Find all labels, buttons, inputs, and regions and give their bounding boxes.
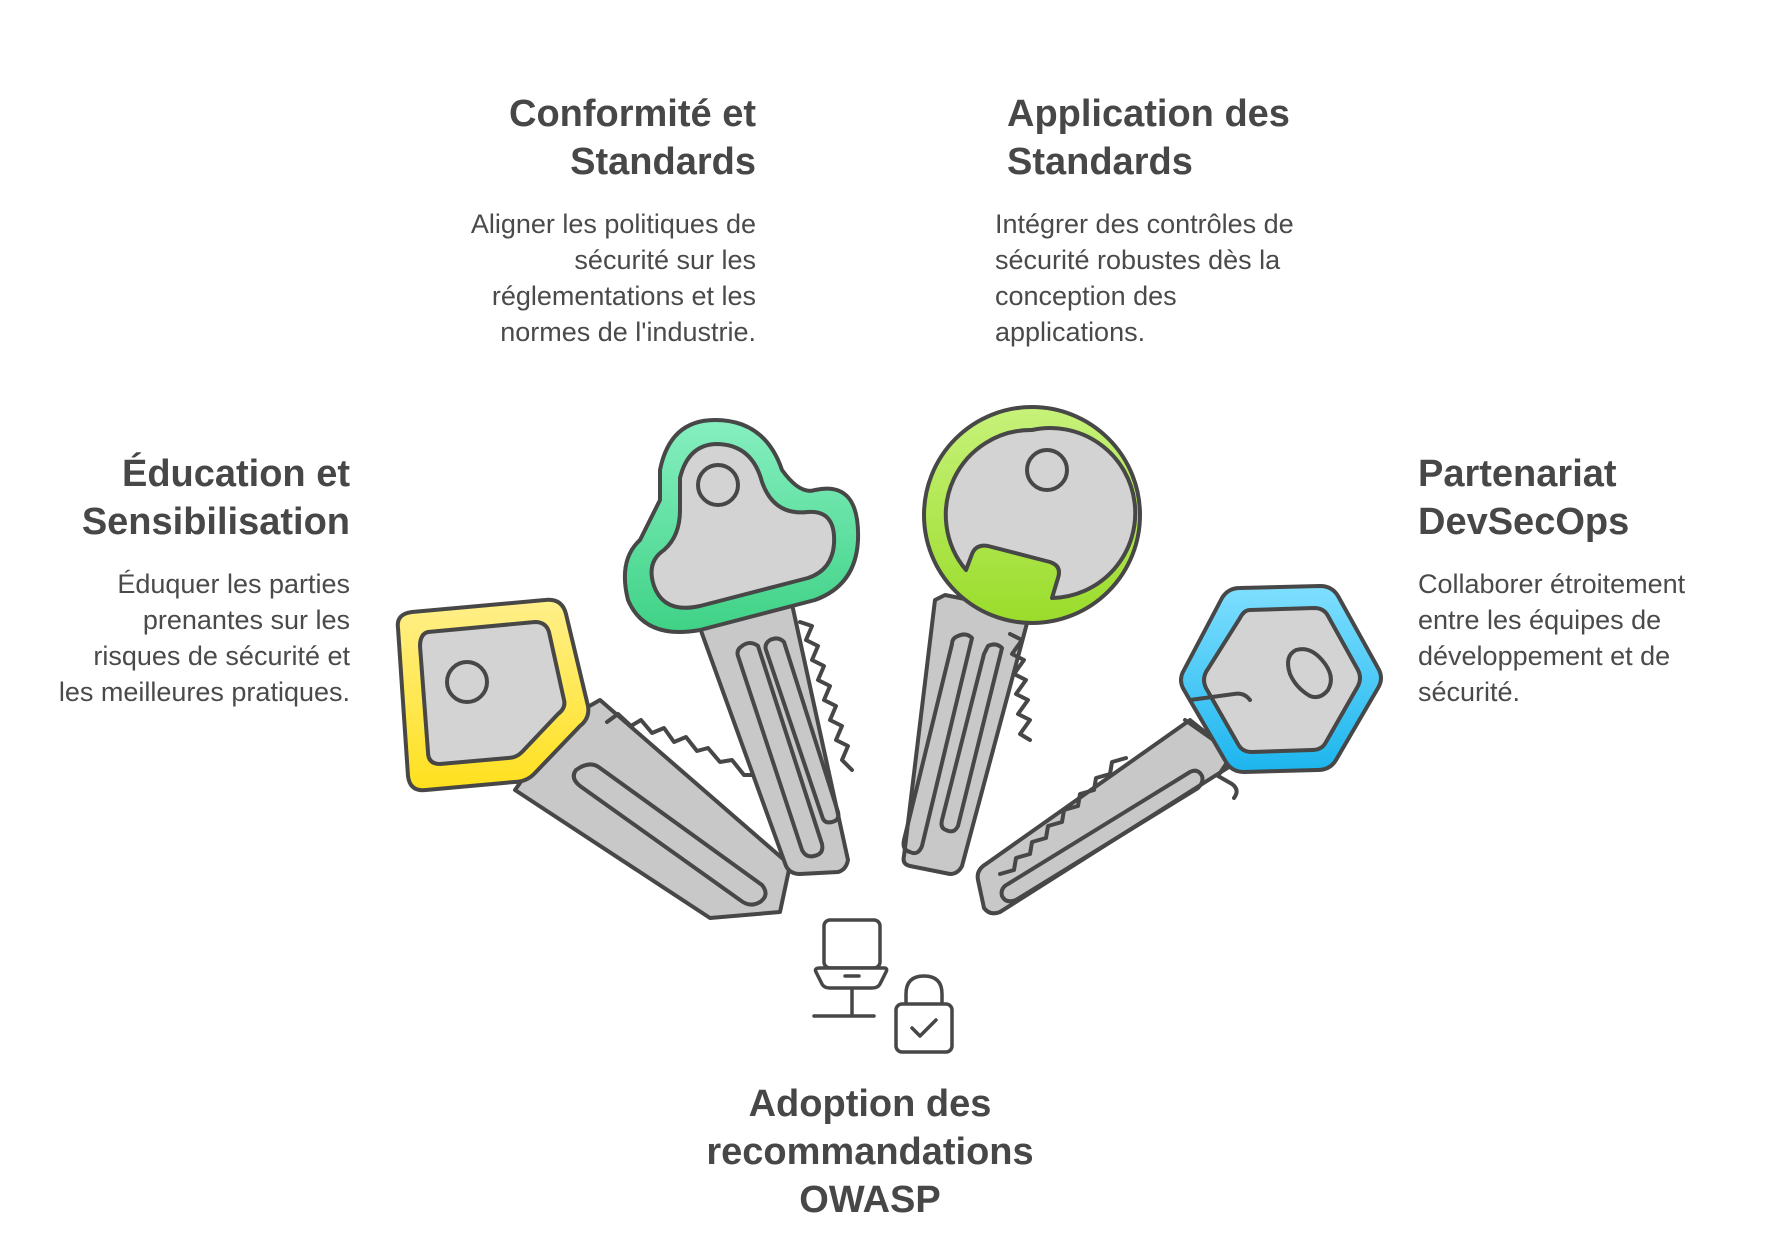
title-line: Partenariat xyxy=(1418,453,1617,495)
desc-line: normes de l'industrie. xyxy=(500,317,756,347)
application-title: Application des Standards xyxy=(995,90,1355,186)
title-line: DevSecOps xyxy=(1418,501,1630,543)
item-education: Éducation et Sensibilisation Éduquer les… xyxy=(20,450,350,710)
key-cloud-green-icon xyxy=(622,418,861,876)
item-owasp: Adoption des recommandations OWASP xyxy=(660,1080,1080,1224)
partenariat-title: Partenariat DevSecOps xyxy=(1418,450,1758,546)
desc-line: Aligner les politiques de xyxy=(470,209,756,239)
key-round-lime-icon xyxy=(901,405,1142,876)
desc-line: entre les équipes de xyxy=(1418,605,1662,635)
title-line: Standards xyxy=(1007,141,1193,183)
desc-line: réglementations et les xyxy=(491,281,756,311)
item-partenariat: Partenariat DevSecOps Collaborer étroite… xyxy=(1418,450,1758,710)
title-line: recommandations xyxy=(706,1131,1034,1173)
desc-line: prenantes sur les xyxy=(142,605,350,635)
item-conformite: Conformité et Standards Aligner les poli… xyxy=(400,90,756,350)
title-line: Application des xyxy=(1007,93,1290,135)
desc-line: les meilleures pratiques. xyxy=(58,677,350,707)
application-description: Intégrer des contrôles de sécurité robus… xyxy=(995,206,1355,350)
key-square-yellow-icon xyxy=(395,597,792,920)
title-line: OWASP xyxy=(799,1179,941,1221)
desc-line: développement et de xyxy=(1418,641,1671,671)
title-line: Éducation et xyxy=(121,453,350,495)
desc-line: applications. xyxy=(995,317,1146,347)
desc-line: Collaborer étroitement xyxy=(1418,569,1686,599)
title-line: Conformité et xyxy=(509,93,756,135)
education-title: Éducation et Sensibilisation xyxy=(20,450,350,546)
key-hexagon-blue-icon xyxy=(975,584,1383,916)
title-line: Adoption des xyxy=(748,1083,992,1125)
item-application: Application des Standards Intégrer des c… xyxy=(995,90,1355,350)
title-line: Standards xyxy=(570,141,756,183)
desc-line: sécurité sur les xyxy=(574,245,756,275)
partenariat-description: Collaborer étroitement entre les équipes… xyxy=(1418,566,1758,710)
education-description: Éduquer les parties prenantes sur les ri… xyxy=(20,566,350,710)
conformite-title: Conformité et Standards xyxy=(400,90,756,186)
title-line: Sensibilisation xyxy=(81,501,350,543)
desc-line: sécurité. xyxy=(1418,677,1521,707)
conformite-description: Aligner les politiques de sécurité sur l… xyxy=(400,206,756,350)
desc-line: sécurité robustes dès la xyxy=(995,245,1281,275)
desc-line: risques de sécurité et xyxy=(93,641,350,671)
desc-line: conception des xyxy=(995,281,1177,311)
laptop-lock-icon xyxy=(812,918,954,1054)
owasp-title: Adoption des recommandations OWASP xyxy=(660,1080,1080,1224)
desc-line: Intégrer des contrôles de xyxy=(995,209,1294,239)
desc-line: Éduquer les parties xyxy=(117,569,350,599)
